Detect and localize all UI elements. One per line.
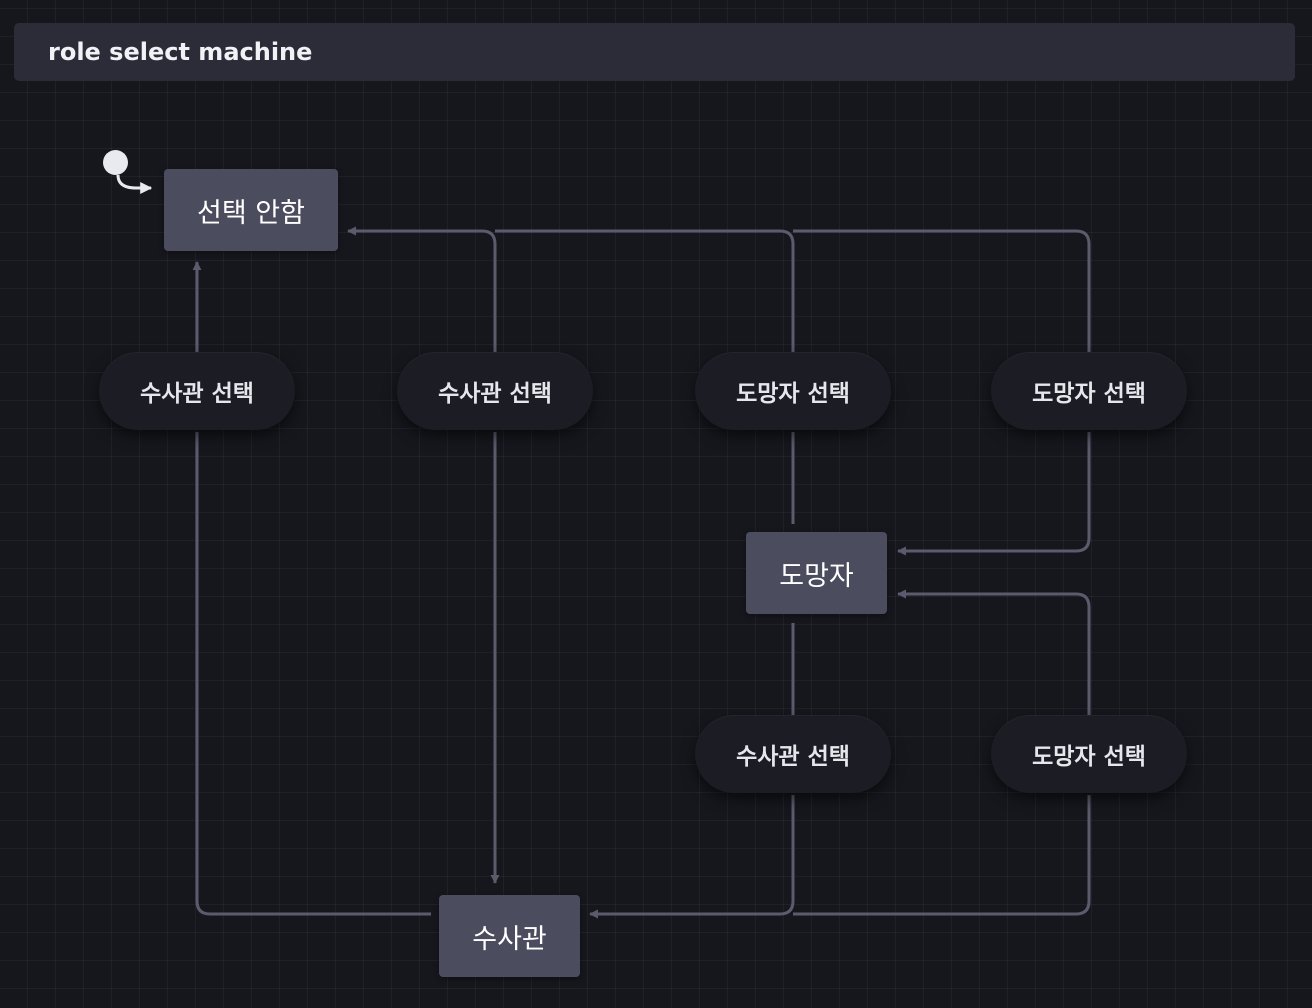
state-none[interactable]: 선택 안함 (164, 169, 338, 251)
edge-none-to-e4 (793, 229, 1091, 352)
machine-title: role select machine (48, 38, 313, 66)
event-detective-select-2[interactable]: 수사관 선택 (397, 352, 593, 430)
event-label: 수사관 선택 (438, 381, 552, 407)
event-fugitive-select-2[interactable]: 도망자 선택 (991, 352, 1187, 430)
event-detective-select-1[interactable]: 수사관 선택 (99, 352, 295, 430)
state-detective-label: 수사관 (472, 923, 547, 955)
event-label: 도망자 선택 (736, 381, 850, 407)
edge-e4-to-fugitive (897, 432, 1091, 556)
event-fugitive-select-1[interactable]: 도망자 선택 (695, 352, 891, 430)
state-none-label: 선택 안함 (197, 197, 305, 229)
state-detective[interactable]: 수사관 (439, 895, 580, 977)
edge-e5-to-detective (589, 795, 795, 919)
initial-state-dot (103, 150, 128, 175)
edge-detective-to-e1 (195, 432, 431, 916)
event-label: 수사관 선택 (736, 744, 850, 770)
edge-none-to-e2 (347, 226, 497, 352)
event-label: 도망자 선택 (1032, 381, 1146, 407)
edge-e6-to-fugitive (897, 589, 1091, 715)
edge-none-to-e3 (495, 229, 795, 352)
event-fugitive-select-3[interactable]: 도망자 선택 (991, 715, 1187, 793)
state-fugitive[interactable]: 도망자 (746, 532, 887, 614)
event-label: 도망자 선택 (1032, 744, 1146, 770)
machine-title-bar: role select machine (14, 23, 1295, 81)
state-fugitive-label: 도망자 (779, 560, 854, 592)
edge-detective-to-e6 (793, 795, 1091, 916)
event-detective-select-3[interactable]: 수사관 선택 (695, 715, 891, 793)
event-label: 수사관 선택 (140, 381, 254, 407)
initial-transition-arrow (116, 174, 153, 194)
